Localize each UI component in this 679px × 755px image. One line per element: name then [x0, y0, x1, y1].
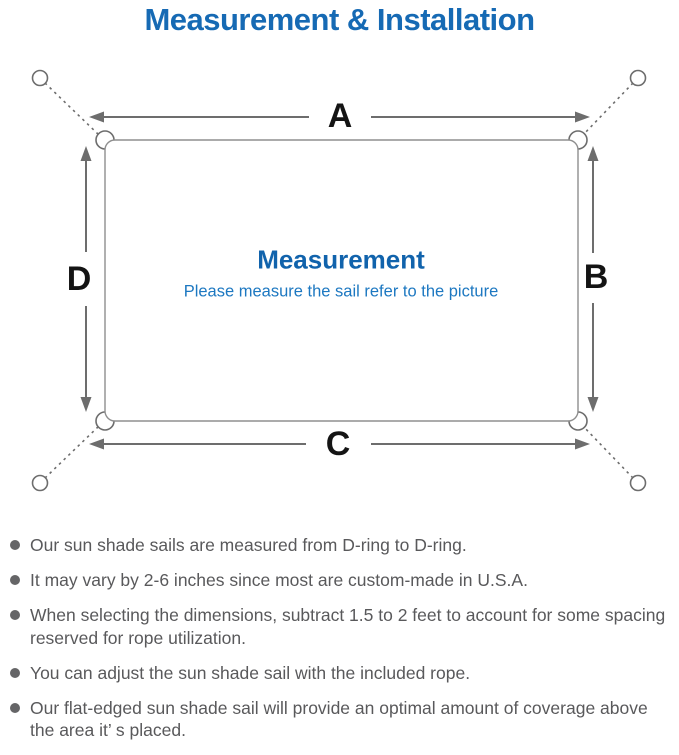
note-text: Our flat-edged sun shade sail will provi…	[30, 698, 648, 741]
arrow-c-right-head	[575, 438, 590, 450]
sail-center-caption: Measurement Please measure the sail refe…	[131, 245, 551, 302]
page-title: Measurement & Installation	[144, 2, 535, 37]
note-item: Our flat-edged sun shade sail will provi…	[9, 697, 671, 741]
sail-measurement-diagram	[31, 69, 647, 492]
note-item: Our sun shade sails are measured from D-…	[9, 534, 671, 556]
anchor-ring-top-left	[31, 69, 49, 87]
rope-bottom-left	[44, 424, 101, 479]
dimension-label-d: D	[66, 260, 92, 298]
sail-body	[104, 139, 579, 422]
anchor-ring-bottom-left	[31, 474, 49, 492]
anchor-ring-bottom-right	[629, 474, 647, 492]
anchor-ring-top-right	[629, 69, 647, 87]
rope-top-right	[581, 82, 634, 137]
arrow-d-down-head	[80, 397, 92, 412]
note-item: You can adjust the sun shade sail with t…	[9, 662, 671, 684]
arrow-d-up-head	[80, 146, 92, 161]
bullet-dot-icon	[10, 667, 20, 678]
anchor-rings	[31, 69, 647, 492]
note-text: You can adjust the sun shade sail with t…	[30, 662, 471, 683]
dimension-label-b: B	[583, 258, 609, 296]
bullet-dot-icon	[10, 575, 20, 586]
note-text: Our sun shade sails are measured from D-…	[30, 535, 467, 555]
dimension-label-c: C	[325, 425, 351, 463]
rope-top-left	[44, 82, 101, 137]
note-item: It may vary by 2-6 inches since most are…	[9, 569, 671, 591]
note-text: When selecting the dimensions, subtract …	[30, 605, 666, 648]
caption-subtitle: Please measure the sail refer to the pic…	[183, 282, 499, 301]
arrow-b-up-head	[587, 146, 599, 161]
dimension-arrows	[80, 111, 599, 450]
rope-bottom-right	[581, 424, 634, 479]
arrow-a-left-head	[89, 111, 104, 123]
note-item: When selecting the dimensions, subtract …	[9, 604, 671, 648]
arrow-b-down-head	[587, 397, 599, 412]
dimension-label-a: A	[327, 97, 353, 135]
note-text: It may vary by 2-6 inches since most are…	[30, 570, 528, 591]
bullet-dot-icon	[10, 610, 20, 621]
caption-title: Measurement	[257, 244, 425, 275]
notes-list: Our sun shade sails are measured from D-…	[9, 534, 671, 755]
arrow-a-right-head	[575, 111, 590, 123]
bullet-dot-icon	[10, 703, 20, 714]
bullet-dot-icon	[10, 540, 20, 550]
arrow-c-left-head	[89, 438, 104, 450]
